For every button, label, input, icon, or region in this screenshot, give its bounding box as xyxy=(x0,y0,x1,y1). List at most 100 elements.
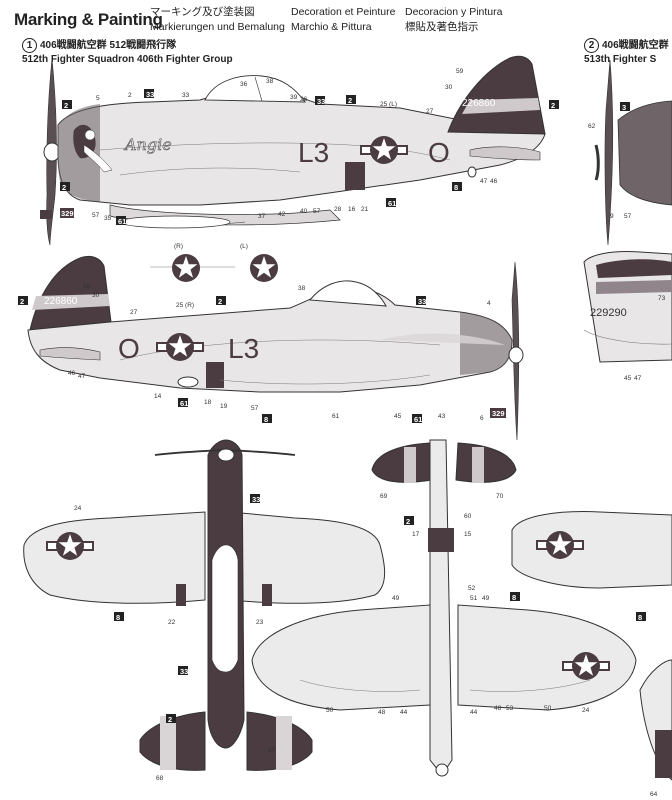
svg-text:22: 22 xyxy=(168,619,176,626)
svg-text:16: 16 xyxy=(348,206,356,213)
svg-text:48: 48 xyxy=(494,705,502,712)
insignia-samples: (R) (L) xyxy=(150,243,278,282)
side-view-right: 226860 O L3 25 (R) 329 xyxy=(27,255,524,441)
svg-text:61: 61 xyxy=(180,399,188,408)
svg-text:2: 2 xyxy=(551,101,555,110)
svg-text:5: 5 xyxy=(96,95,100,102)
svg-text:44: 44 xyxy=(470,709,478,716)
callout-numbers: 2 33 2 2 33 2 8 61 61 329 2 2 33 8 61 61… xyxy=(18,89,646,724)
svg-text:28: 28 xyxy=(334,206,342,213)
svg-text:43: 43 xyxy=(438,413,446,420)
svg-text:17: 17 xyxy=(412,531,420,538)
svg-text:58: 58 xyxy=(83,283,91,290)
svg-text:37: 37 xyxy=(258,213,266,220)
side-view-scheme-2-partial: 229290 xyxy=(511,59,672,589)
svg-text:62: 62 xyxy=(588,123,596,130)
svg-text:26: 26 xyxy=(300,96,308,103)
header-chinese: 標貼及著色指示 xyxy=(405,21,479,33)
svg-text:69: 69 xyxy=(380,493,388,500)
svg-text:3: 3 xyxy=(622,103,626,112)
header-languages-3: Decoracion y Pintura 標貼及著色指示 xyxy=(405,5,502,35)
svg-text:21: 21 xyxy=(361,206,369,213)
svg-text:45: 45 xyxy=(394,413,402,420)
insignia-label-right: (R) xyxy=(174,243,183,250)
top-view xyxy=(23,439,386,771)
svg-text:6: 6 xyxy=(480,415,484,422)
nose-art-pinup xyxy=(73,124,113,173)
fuselage-code-left: L3 xyxy=(298,137,329,168)
svg-text:57: 57 xyxy=(313,208,321,215)
svg-text:19: 19 xyxy=(220,403,228,410)
propeller-icon xyxy=(43,57,61,246)
svg-text:73: 73 xyxy=(658,295,666,302)
svg-text:2: 2 xyxy=(128,92,132,99)
svg-text:61: 61 xyxy=(388,199,396,208)
svg-text:2: 2 xyxy=(218,297,222,306)
svg-text:33: 33 xyxy=(182,92,190,99)
callout-329: 329 xyxy=(61,209,74,218)
scheme-number-badge: 2 xyxy=(584,38,599,53)
svg-text:38: 38 xyxy=(266,78,274,85)
svg-text:33: 33 xyxy=(317,97,325,106)
svg-text:47: 47 xyxy=(480,178,488,185)
header-languages-2: Decoration et Peinture Marchio & Pittura xyxy=(291,5,395,35)
scheme-number-badge: 1 xyxy=(22,38,37,53)
svg-text:59: 59 xyxy=(456,68,464,75)
fuselage-code-l3: L3 xyxy=(228,333,259,364)
fuselage-code-o: O xyxy=(118,333,140,364)
svg-text:52: 52 xyxy=(468,585,476,592)
svg-text:57: 57 xyxy=(251,405,259,412)
svg-text:61: 61 xyxy=(118,217,126,226)
svg-text:8: 8 xyxy=(454,183,458,192)
svg-text:60: 60 xyxy=(464,513,472,520)
svg-text:50: 50 xyxy=(544,705,552,712)
header-languages-1: マーキング及び塗装図 Markierungen und Bemalung xyxy=(150,5,285,35)
header-spanish: Decoracion y Pintura xyxy=(405,6,503,18)
page-title: Marking & Painting xyxy=(14,10,163,29)
tail-serial-side-2: 226860 xyxy=(44,296,78,307)
svg-text:4: 4 xyxy=(487,300,491,307)
svg-text:33: 33 xyxy=(180,667,188,676)
svg-text:68: 68 xyxy=(156,775,164,782)
svg-text:8: 8 xyxy=(264,415,268,424)
svg-text:51: 51 xyxy=(470,595,478,602)
svg-text:2: 2 xyxy=(20,297,24,306)
svg-text:57: 57 xyxy=(624,213,632,220)
svg-text:61: 61 xyxy=(414,415,422,424)
bottom-view xyxy=(251,439,637,777)
svg-text:42: 42 xyxy=(278,211,286,218)
svg-text:27: 27 xyxy=(130,309,138,316)
svg-text:67: 67 xyxy=(268,747,276,754)
svg-text:36: 36 xyxy=(240,81,248,88)
insignia-label-left: (L) xyxy=(240,243,248,250)
svg-text:45: 45 xyxy=(624,375,632,382)
svg-text:39: 39 xyxy=(290,94,298,101)
svg-text:49: 49 xyxy=(482,595,490,602)
svg-text:2: 2 xyxy=(406,517,410,526)
scheme-unit-english: 513th Fighter S xyxy=(584,54,657,66)
propeller-boss-marking xyxy=(40,210,52,219)
svg-text:30: 30 xyxy=(445,84,453,91)
svg-text:47: 47 xyxy=(78,373,86,380)
svg-text:61: 61 xyxy=(332,413,340,420)
side-view-left: L3 O 226860 Angie 25 (L) xyxy=(40,55,546,246)
svg-text:48: 48 xyxy=(378,709,386,716)
header-italian: Marchio & Pittura xyxy=(291,21,372,33)
header-japanese: マーキング及び塗装図 xyxy=(150,6,255,18)
header-french: Decoration et Peinture xyxy=(291,6,396,18)
scheme-2-bottom-partial xyxy=(639,659,672,781)
svg-text:46: 46 xyxy=(490,178,498,185)
callout-label: 25 (L) xyxy=(380,101,397,108)
svg-text:38: 38 xyxy=(298,285,306,292)
callout-329: 329 xyxy=(492,409,505,418)
svg-text:18: 18 xyxy=(204,399,212,406)
svg-text:8: 8 xyxy=(638,613,642,622)
scheme-unit-english: 512th Fighter Squadron 406th Fighter Gro… xyxy=(22,54,233,66)
svg-text:24: 24 xyxy=(582,707,590,714)
fuselage-code-right: O xyxy=(428,137,450,168)
svg-text:40: 40 xyxy=(300,208,308,215)
scheme-unit-japanese: 406戦闘航空群 5 xyxy=(602,40,672,52)
